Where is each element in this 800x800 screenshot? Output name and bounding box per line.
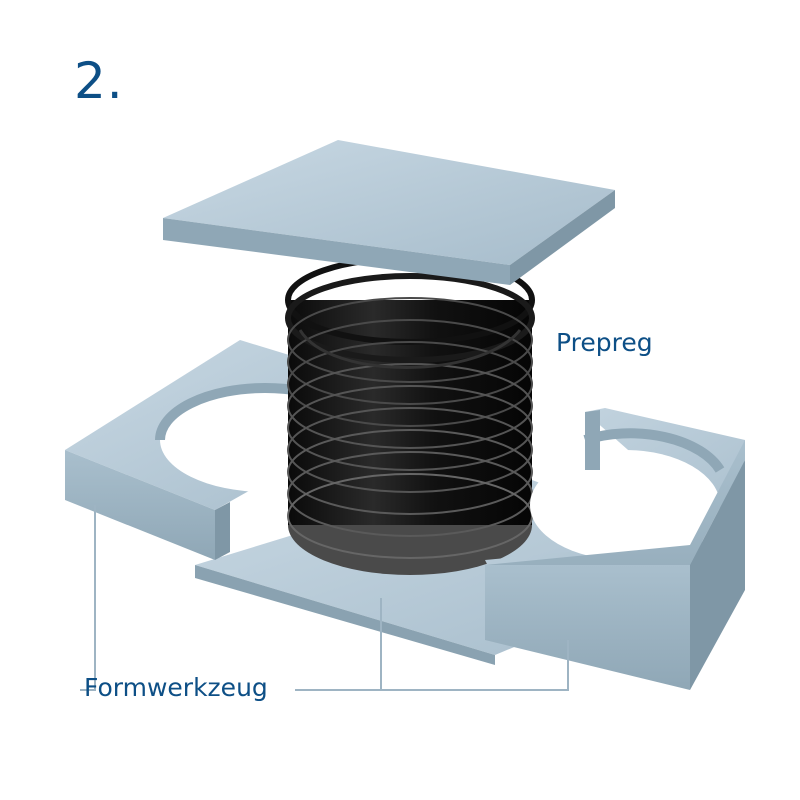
formwerkzeug-leader-lines <box>80 505 569 691</box>
step-number: 2. <box>74 52 124 110</box>
prepreg-label: Prepreg <box>556 328 653 357</box>
formwerkzeug-label: Formwerkzeug <box>84 673 268 702</box>
prepreg-coil <box>285 255 535 575</box>
top-lid <box>163 140 615 285</box>
right-mold-half <box>485 408 745 690</box>
